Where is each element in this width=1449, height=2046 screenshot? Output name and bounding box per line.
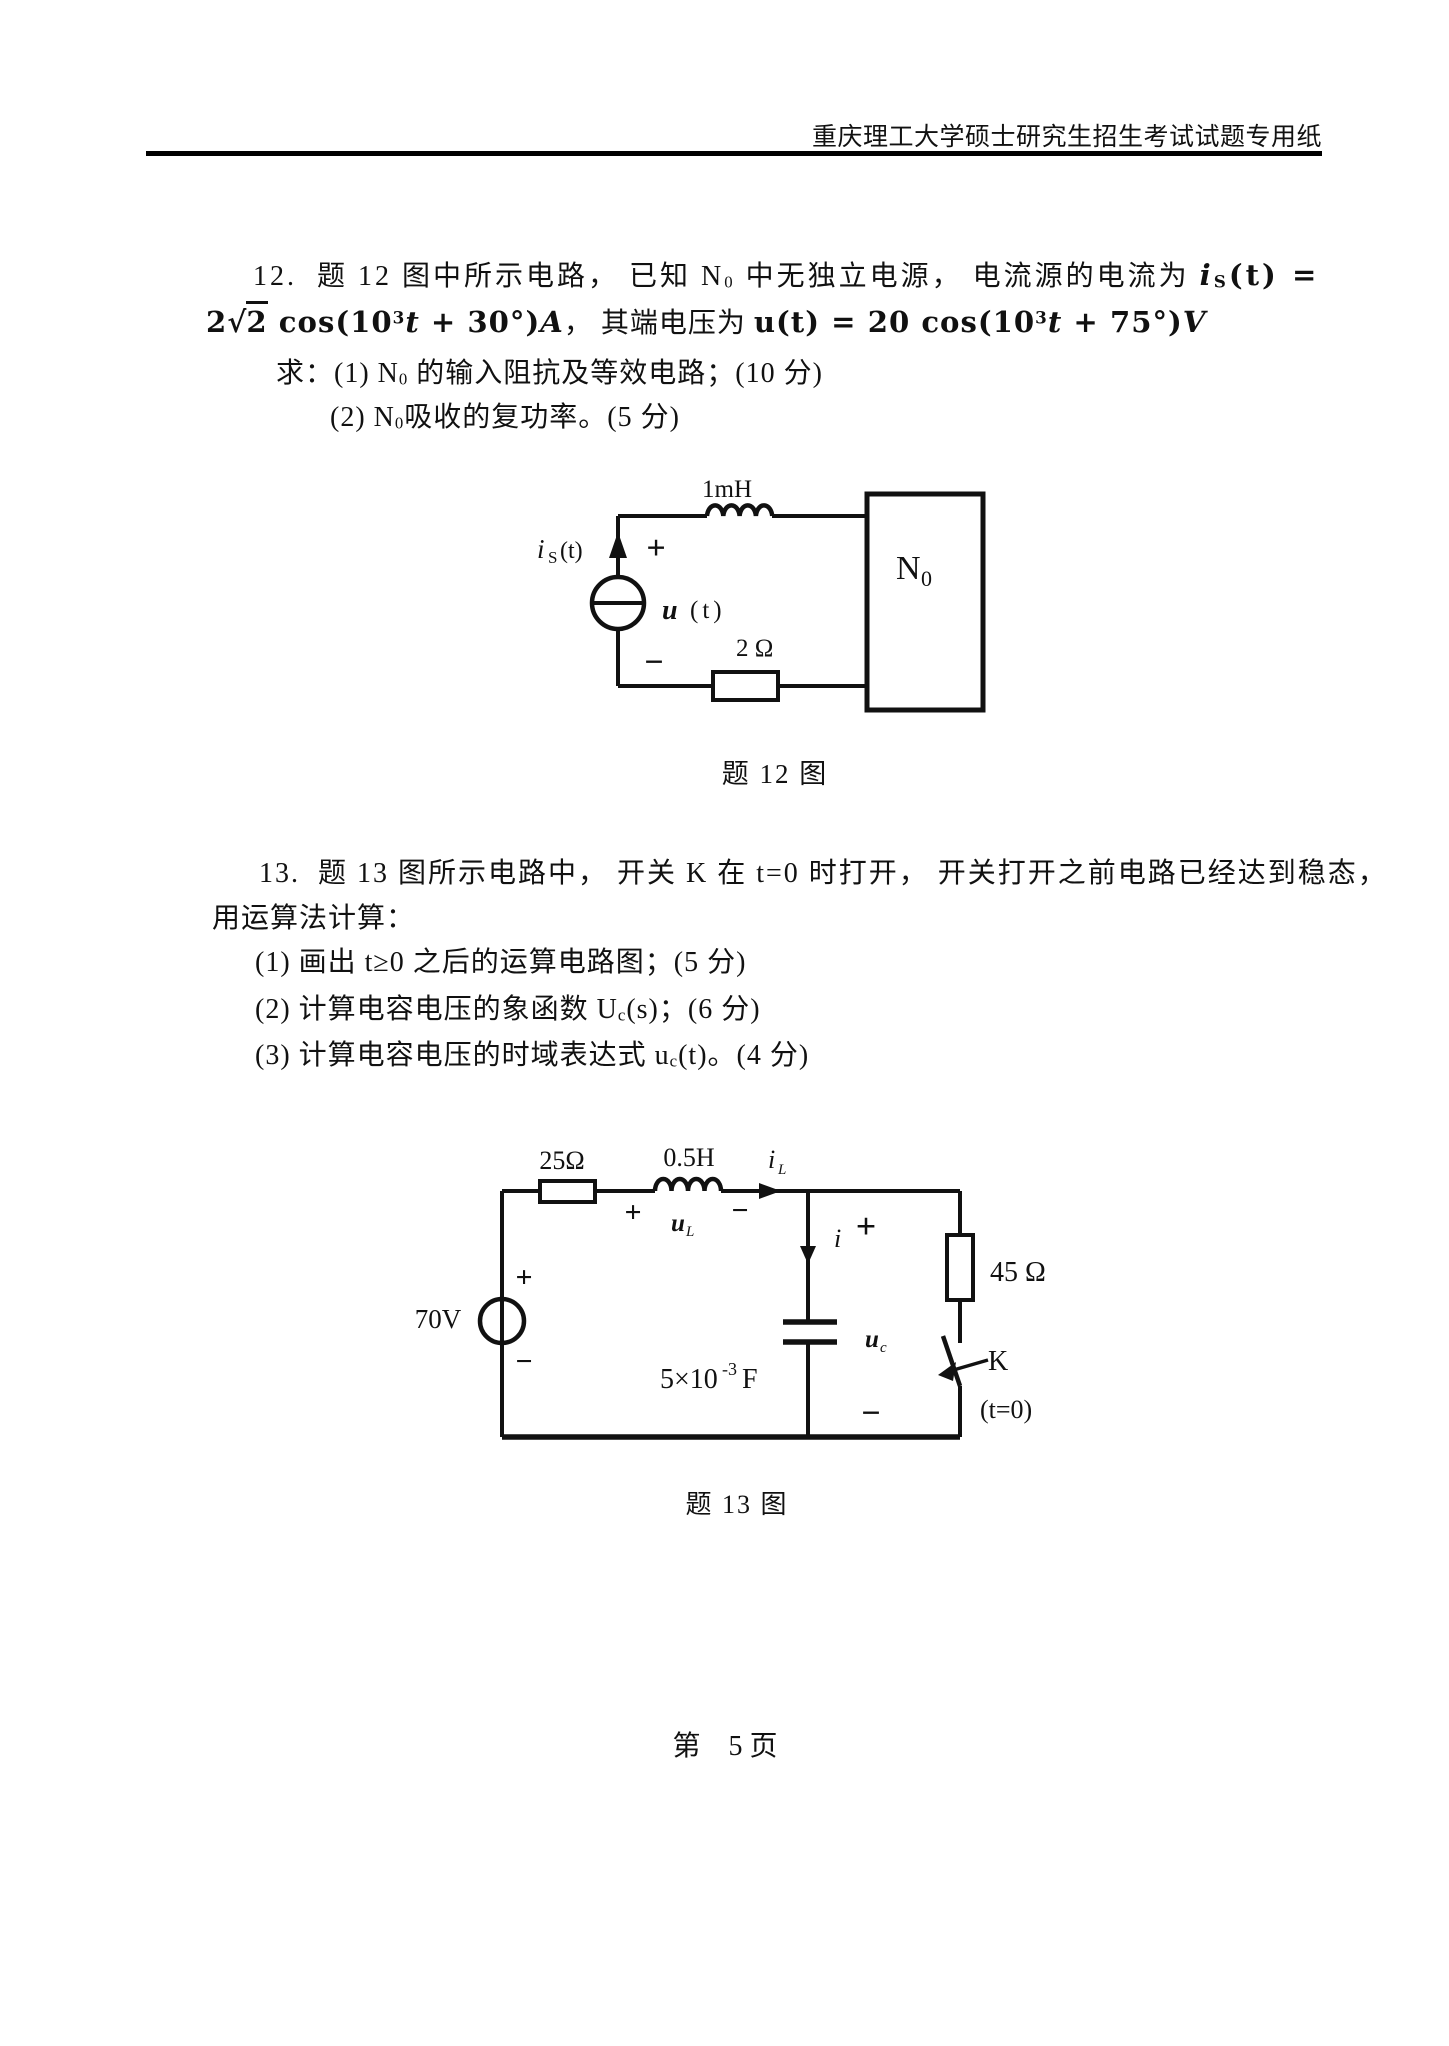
il-label-i: i <box>768 1145 775 1174</box>
u-label-t: (t) <box>690 597 726 624</box>
q12-line-4: (2) N0吸收的复功率。(5 分) <box>330 402 680 433</box>
is-label-sub: S <box>548 548 557 567</box>
header-rule <box>146 151 1322 156</box>
uc-minus-sign: − <box>861 1395 880 1432</box>
resistor-2ohm-symbol <box>711 670 780 702</box>
switch-blade <box>940 1335 963 1387</box>
n0-box <box>864 491 986 713</box>
inductor-value-label: 1mH <box>702 476 752 503</box>
fig12-caption: 题 12 图 <box>721 759 829 789</box>
ul-label-sub: L <box>685 1224 694 1240</box>
page-number: 第 5 页 <box>672 1731 778 1762</box>
header-title: 重庆理工大学硕士研究生招生考试试题专用纸 <box>811 124 1322 151</box>
is-label-t: (t) <box>560 538 583 564</box>
voltage-source-symbol <box>477 1296 527 1346</box>
i-arrow-down-icon <box>800 1246 816 1264</box>
u-minus-sign: − <box>644 644 663 681</box>
uc-label-u: u <box>865 1326 879 1353</box>
n0-box-label-sub: 0 <box>921 566 932 591</box>
inductor-symbol <box>652 1176 724 1192</box>
q12-line-1: 12. 题 12 图中所示电路， 已知 N0 中无独立电源， 电流源的电流为 i… <box>253 258 1320 292</box>
capacitor-value-unit: F <box>742 1364 758 1395</box>
q13-line-5: (3) 计算电容电压的时域表达式 uc(t)。(4 分) <box>255 1040 810 1071</box>
capacitor-value-exp: -3 <box>722 1359 737 1379</box>
ul-plus-sign: + <box>624 1196 641 1229</box>
u-label: u <box>662 595 678 626</box>
n0-box-label: N <box>896 550 921 587</box>
q13-line-4: (2) 计算电容电压的象函数 Uc(s)；(6 分) <box>255 994 761 1025</box>
k-pointer-line <box>949 1358 989 1373</box>
q13-line-3: (1) 画出 t≥0 之后的运算电路图；(5 分) <box>255 947 747 978</box>
i-mid-label: i <box>834 1224 841 1253</box>
source-minus-sign: − <box>515 1345 532 1378</box>
r2-label: 45 Ω <box>990 1257 1046 1288</box>
inductor-symbol <box>704 503 775 517</box>
uc-plus-sign: + <box>856 1206 877 1246</box>
uc-label-sub: c <box>880 1340 887 1356</box>
source-value-label: 70V <box>415 1304 462 1334</box>
il-label-sub: L <box>777 1162 786 1178</box>
u-plus-sign: + <box>646 530 665 567</box>
k-arrowhead-icon <box>938 1362 956 1381</box>
resistor-25ohm-symbol <box>538 1179 597 1204</box>
resistor-value-label: 2 Ω <box>736 635 773 662</box>
il-arrow-right-icon <box>759 1183 781 1199</box>
fig13-circuit: 25Ω 0.5H i L + u L − 70V + − i + u c − 5… <box>415 1143 1046 1440</box>
inductor-value-label: 0.5H <box>663 1143 715 1172</box>
q12-line-2: 2√2 cos(103t + 30°)A， 其端电压为 u(t) = 20 co… <box>206 301 1206 341</box>
is-label-i: i <box>537 534 545 564</box>
q13-line-1: 13. 题 13 图所示电路中， 开关 K 在 t=0 时打开， 开关打开之前电… <box>259 858 1388 889</box>
current-arrow-up-icon <box>609 532 627 558</box>
resistor-45ohm-symbol <box>945 1233 975 1302</box>
source-plus-sign: + <box>515 1261 532 1294</box>
r1-label: 25Ω <box>539 1146 584 1175</box>
fig13-caption: 题 13 图 <box>685 1490 789 1519</box>
fig12-circuit: 1mH i S (t) + u (t) − 2 Ω N 0 <box>537 476 986 713</box>
switch-label: K <box>988 1346 1008 1377</box>
switch-time-label: (t=0) <box>980 1395 1032 1424</box>
ul-minus-sign: − <box>731 1194 748 1227</box>
q12-line-3: 求：(1) N0 的输入阻抗及等效电路；(10 分) <box>276 358 823 389</box>
capacitor-symbol <box>783 1319 837 1345</box>
capacitor-value-label: 5×10 <box>660 1364 718 1395</box>
ul-label-u: u <box>671 1210 685 1237</box>
q13-line-2: 用运算法计算： <box>212 903 416 934</box>
